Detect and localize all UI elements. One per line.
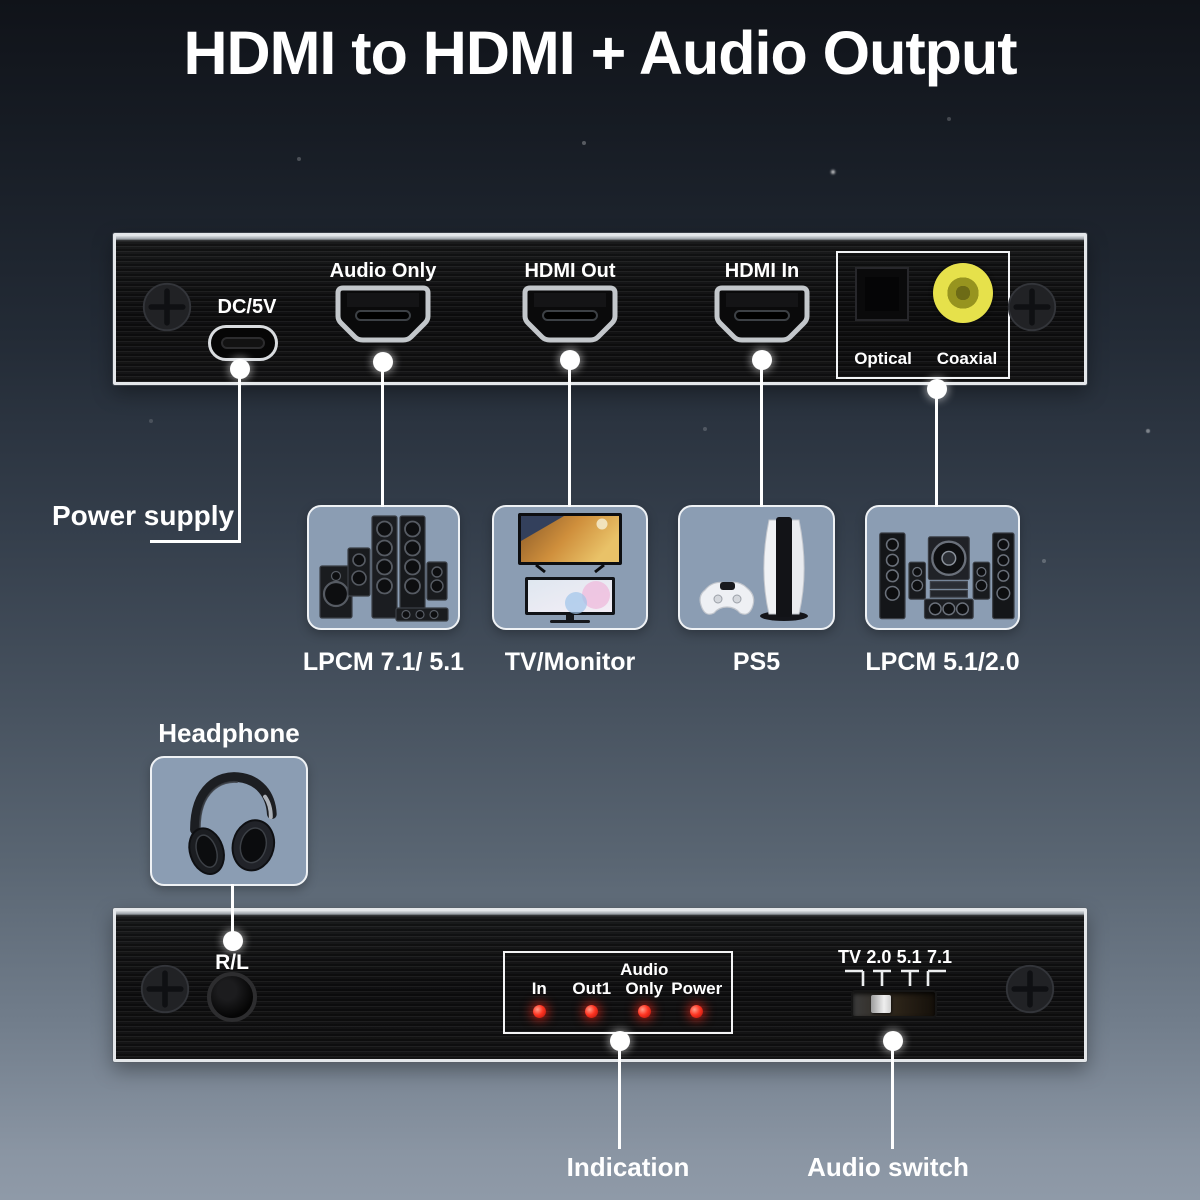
coaxial-port <box>933 263 993 323</box>
audio-switch-callout-line <box>891 1041 894 1149</box>
screw-icon <box>1007 282 1057 332</box>
led-in-label: In <box>531 978 547 998</box>
indication-anchor-dot <box>610 1031 630 1051</box>
switch-pos-7-1: 7.1 <box>926 947 952 967</box>
hdmi-in-port <box>714 285 810 343</box>
ps5-image <box>698 516 808 621</box>
optical-coaxial-anchor-dot <box>927 379 947 399</box>
power-callout-line-h <box>150 540 241 543</box>
hdmi-out-port <box>522 285 618 343</box>
headphone-callout-line <box>231 884 234 942</box>
switch-pos-5-1: 5.1 <box>896 947 922 967</box>
hdmi-in-callout-line <box>760 360 763 507</box>
caption-speakers-7-1: LPCM 7.1/ 5.1 <box>302 648 465 676</box>
headphone-anchor-dot <box>223 931 243 951</box>
optical-coaxial-callout-line <box>935 389 938 507</box>
led-power-light <box>690 1005 704 1018</box>
device-box-tv-monitor <box>492 505 648 630</box>
usb-c-power-port <box>208 325 278 361</box>
rl-port-label: R/L <box>215 951 249 974</box>
screw-icon <box>142 282 192 332</box>
device-box-speakers-7-1 <box>307 505 460 630</box>
headphone-jack-port <box>207 972 257 1022</box>
hdmi-audio-only-port <box>335 285 431 343</box>
audio-slide-switch[interactable] <box>851 990 937 1018</box>
optical-port <box>855 267 909 321</box>
audio-switch-label: Audio switch <box>807 1152 969 1182</box>
optical-port-inner <box>865 277 899 311</box>
audio-only-anchor-dot <box>373 352 393 372</box>
headphone-image <box>188 772 277 875</box>
headphone-box <box>150 756 308 886</box>
hdmi-in-port-label: HDMI In <box>724 260 800 282</box>
speakers-7-1-image <box>318 514 449 622</box>
indication-label: Indication <box>566 1152 690 1182</box>
screw-icon <box>140 964 190 1014</box>
switch-position-markers <box>845 969 946 986</box>
indication-callout-line <box>618 1041 621 1149</box>
headphone-label: Headphone <box>158 718 300 748</box>
led-power: Power <box>671 958 724 1032</box>
switch-pos-tv: TV <box>838 947 862 967</box>
tv-monitor-image <box>518 512 622 623</box>
optical-label: Optical <box>854 349 912 368</box>
usb-c-slot <box>221 337 265 349</box>
audio-switch-position-labels: TV 2.0 5.1 7.1 <box>838 947 952 968</box>
led-audio-only-light <box>637 1005 651 1018</box>
device-box-speakers-5-1 <box>865 505 1020 630</box>
device-box-ps5 <box>678 505 835 630</box>
led-in: In <box>513 958 566 1032</box>
dc-anchor-dot <box>230 359 250 379</box>
dc-port-label: DC/5V <box>217 296 277 318</box>
caption-speakers-5-1: LPCM 5.1/2.0 <box>865 648 1020 676</box>
hdmi-out-callout-line <box>568 360 571 507</box>
led-out1-light <box>585 1005 599 1018</box>
switch-knob[interactable] <box>871 995 891 1013</box>
panel-top-sheen <box>116 911 1084 916</box>
audio-only-callout-line <box>381 362 384 507</box>
hdmi-out-port-label: HDMI Out <box>524 260 616 282</box>
audio-switch-anchor-dot <box>883 1031 903 1051</box>
led-power-label: Power <box>671 978 723 998</box>
hdmi-in-anchor-dot <box>752 350 772 370</box>
speakers-5-1-image <box>878 531 1015 619</box>
audio-only-port-label: Audio Only <box>329 260 437 282</box>
star-field <box>0 0 2 2</box>
power-supply-label: Power supply <box>52 500 235 531</box>
led-audio-only-label: Only <box>625 978 664 998</box>
panel-top-sheen <box>116 236 1084 241</box>
hdmi-out-anchor-dot <box>560 350 580 370</box>
front-panel: DC/5V Audio Only HDMI Out HDMI In <box>113 233 1087 385</box>
page-title: HDMI to HDMI + Audio Output <box>183 19 1017 87</box>
led-out1-label: Out1 <box>572 978 612 998</box>
screw-icon <box>1005 964 1055 1014</box>
optical-coaxial-group: Optical Coaxial <box>836 251 1010 379</box>
caption-tv-monitor: TV/Monitor <box>504 648 636 676</box>
led-out1: Out1 <box>566 958 619 1032</box>
coaxial-label: Coaxial <box>936 349 998 368</box>
power-callout-line-v <box>238 369 241 543</box>
switch-pos-2-0: 2.0 <box>866 947 892 967</box>
caption-ps5: PS5 <box>732 648 781 676</box>
led-in-light <box>532 1005 546 1018</box>
